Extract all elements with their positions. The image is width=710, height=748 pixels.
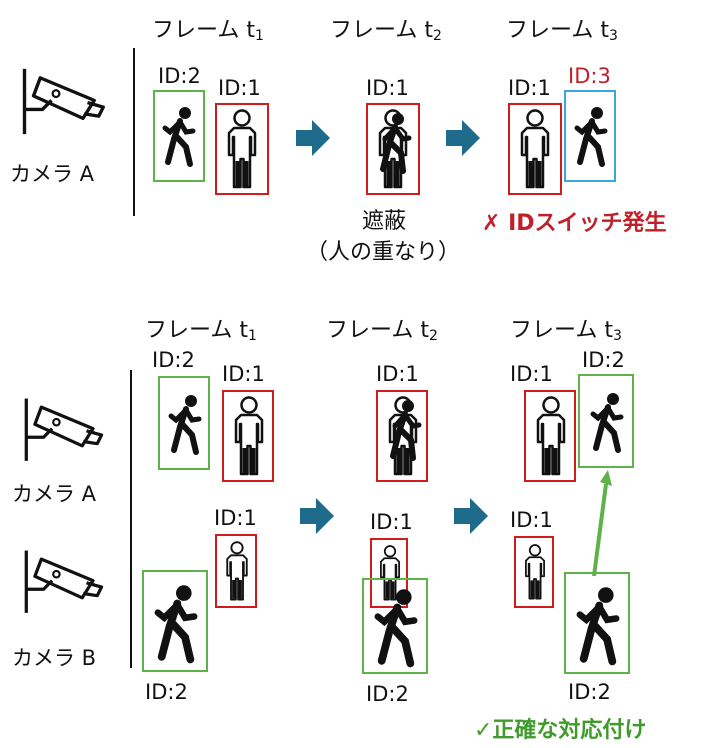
standing-person-icon xyxy=(234,396,264,476)
overlapping-persons-icon xyxy=(383,396,423,476)
bbox-id1-small xyxy=(514,536,554,608)
id-label: ID:2 xyxy=(568,680,611,704)
frame-label-t3-bottom: フレーム t3 xyxy=(510,318,622,344)
id-label-new: ID:3 xyxy=(568,64,611,88)
id-label: ID:1 xyxy=(366,76,409,100)
id-label: ID:2 xyxy=(158,64,201,88)
walking-person-icon xyxy=(370,584,422,670)
right-arrow-icon xyxy=(296,120,330,156)
id-label: ID:1 xyxy=(510,362,553,386)
bbox-id2-large xyxy=(142,570,208,672)
camera-a-label-top: カメラ A xyxy=(10,162,95,186)
camera-b-label: カメラ B xyxy=(12,646,97,670)
walking-person-icon xyxy=(150,580,202,666)
bbox-id1 xyxy=(222,390,274,482)
divider-line xyxy=(130,370,132,668)
frame-label-t1-top: フレーム t1 xyxy=(152,18,264,44)
frame-label-t2-bottom: フレーム t2 xyxy=(326,318,438,344)
id-label: ID:1 xyxy=(376,362,419,386)
id-label: ID:2 xyxy=(582,348,625,372)
bbox-id1-occluded xyxy=(366,103,420,195)
divider-line xyxy=(133,48,135,216)
bbox-id2 xyxy=(578,374,634,468)
bbox-id1-small xyxy=(370,538,408,608)
bbox-id1-small xyxy=(215,534,257,608)
id-label: ID:2 xyxy=(145,680,188,704)
id-label: ID:1 xyxy=(218,76,261,100)
walking-person-icon xyxy=(571,98,611,174)
bbox-id2-large xyxy=(564,572,630,674)
id-label: ID:2 xyxy=(366,682,409,706)
right-arrow-icon xyxy=(300,498,334,534)
id-label: ID:1 xyxy=(370,510,413,534)
standing-person-icon xyxy=(524,544,546,600)
bbox-id1 xyxy=(215,103,269,195)
security-camera-icon xyxy=(24,396,104,463)
standing-person-icon xyxy=(227,109,257,189)
id-label: ID:1 xyxy=(214,506,257,530)
id-label: ID:2 xyxy=(152,348,195,372)
security-camera-icon xyxy=(22,67,105,136)
overlapping-persons-icon xyxy=(373,109,413,189)
walking-person-icon xyxy=(165,386,205,462)
right-arrow-icon xyxy=(446,120,480,156)
occlusion-sublabel: （人の重なり） xyxy=(306,240,461,265)
frame-label-t1-bottom: フレーム t1 xyxy=(145,318,257,344)
bbox-id1-occluded xyxy=(376,390,428,482)
standing-person-icon xyxy=(520,109,550,189)
bbox-id1 xyxy=(508,103,562,195)
bbox-id2-large xyxy=(362,578,428,674)
right-arrow-icon xyxy=(454,498,488,534)
bbox-id2 xyxy=(153,90,205,182)
bbox-id1 xyxy=(524,390,576,482)
walking-person-icon xyxy=(587,384,627,460)
bbox-id3 xyxy=(564,90,616,182)
id-label: ID:1 xyxy=(508,76,551,100)
security-camera-icon xyxy=(24,548,104,615)
camera-a-label: カメラ A xyxy=(12,482,97,506)
standing-person-icon xyxy=(536,396,566,476)
id-switch-note: ✗ IDスイッチ発生 xyxy=(482,211,667,236)
id-label: ID:1 xyxy=(222,362,265,386)
id-label: ID:1 xyxy=(510,508,553,532)
walking-person-icon xyxy=(572,582,624,668)
walking-person-icon xyxy=(159,98,199,174)
frame-label-t2-top: フレーム t2 xyxy=(330,18,442,44)
correspondence-arrow xyxy=(592,470,612,577)
occlusion-label: 遮蔽 xyxy=(362,209,407,234)
standing-person-icon xyxy=(226,541,248,601)
bbox-id2 xyxy=(158,376,210,470)
correct-association-note: ✓正確な対応付け xyxy=(474,718,647,743)
frame-label-t3-top: フレーム t3 xyxy=(506,18,618,44)
